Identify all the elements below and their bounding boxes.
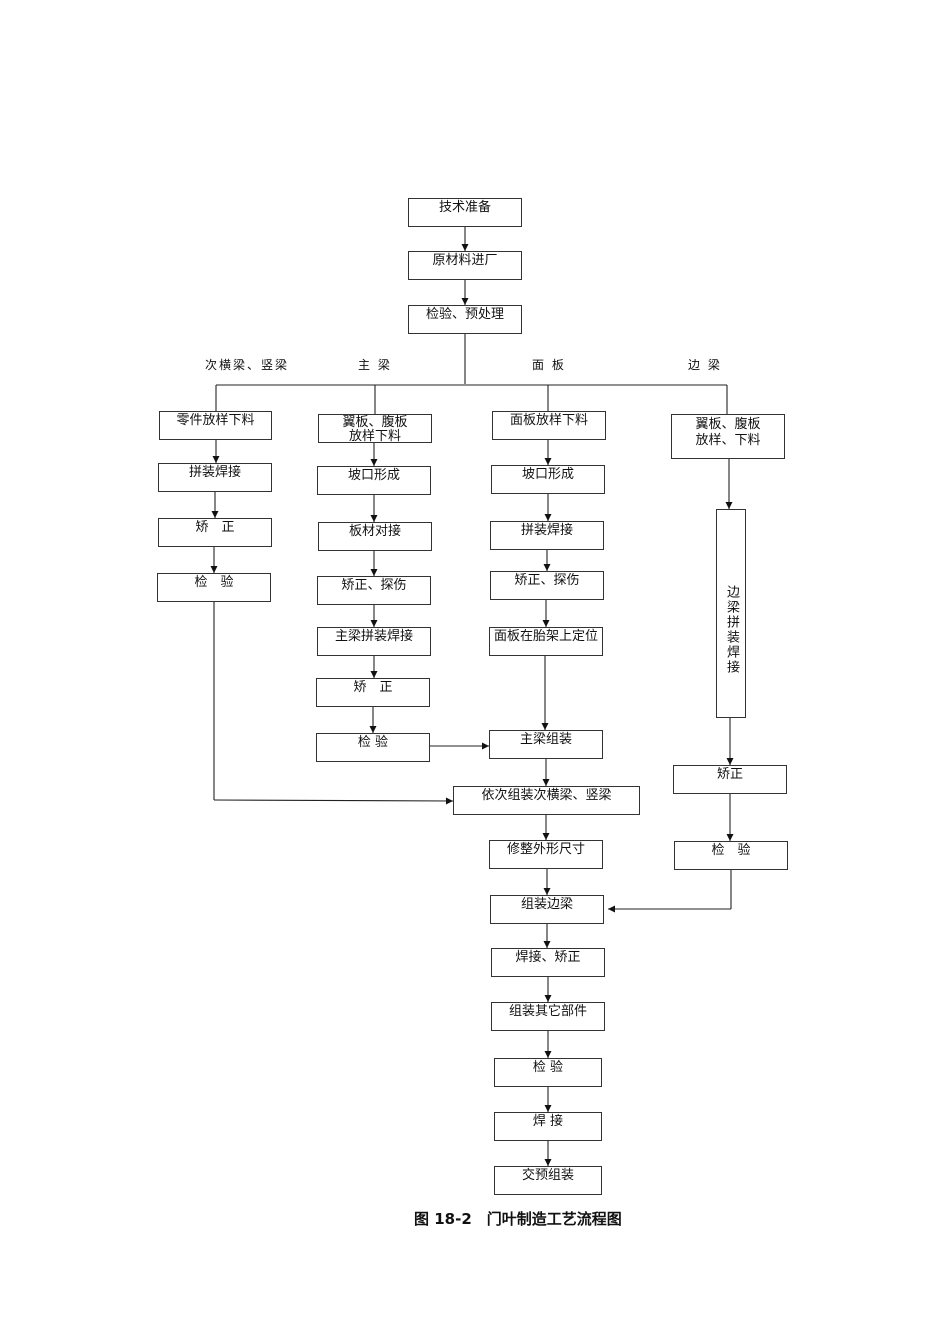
step-raw-material: 原材料进厂 (408, 251, 522, 280)
step-panel-position-on-jig: 面板在胎架上定位 (489, 627, 603, 656)
step-inspect: 检 验 (157, 573, 271, 602)
arrowhead-icon (212, 456, 220, 463)
step-assemble-edge-beam: 组装边梁 (490, 895, 604, 924)
arrowhead-icon (211, 511, 219, 518)
step-edge-beam-assemble-weld: 边梁拼装焊接 (716, 509, 746, 718)
arrowhead-icon (461, 244, 469, 251)
arrowhead-icon (608, 905, 615, 913)
arrowhead-icon (544, 995, 552, 1002)
step-main-beam-assemble-weld: 主梁拼装焊接 (317, 627, 431, 656)
step-assemble-weld: 拼装焊接 (490, 521, 604, 550)
step-final-weld: 焊 接 (494, 1112, 602, 1141)
arrowhead-icon (544, 1159, 552, 1166)
branch-label-panel: 面 板 (532, 358, 566, 372)
arrowhead-icon (541, 723, 549, 730)
step-bevel-forming: 坡口形成 (491, 465, 605, 494)
arrowhead-icon (544, 458, 552, 465)
arrowhead-icon (542, 833, 550, 840)
step-bevel-forming: 坡口形成 (317, 466, 431, 495)
arrowhead-icon (543, 564, 551, 571)
branch-label-edge-beam: 边 梁 (688, 358, 722, 372)
step-weld-straighten: 焊接、矫正 (491, 948, 605, 977)
step-flange-web-layout: 翼板、腹板 放样下料 (318, 414, 432, 444)
step-straighten: 矫 正 (316, 678, 430, 707)
arrowhead-icon (542, 779, 550, 786)
arrowhead-icon (726, 758, 734, 765)
step-trim-dimensions: 修整外形尺寸 (489, 840, 603, 869)
step-straighten-flaw-detect: 矫正、探伤 (317, 576, 431, 605)
arrowhead-icon (370, 515, 378, 522)
step-final-inspect: 检 验 (494, 1058, 602, 1087)
arrowhead-icon (544, 1051, 552, 1058)
step-plate-butt-joint: 板材对接 (318, 522, 432, 551)
step-edge-flange-web-layout: 翼板、腹板 放样、下料 (671, 414, 785, 459)
step-panel-layout-cutting: 面板放样下料 (492, 411, 606, 440)
arrowhead-icon (544, 1105, 552, 1112)
branch-label-main-beam: 主 梁 (358, 358, 392, 372)
step-sequential-assemble-beams: 依次组装次横梁、竖梁 (453, 786, 640, 815)
step-inspect: 检 验 (316, 733, 430, 762)
arrowhead-icon (370, 620, 378, 627)
step-straighten-flaw-detect: 矫正、探伤 (490, 571, 604, 600)
flow-arrow (213, 799, 454, 802)
step-tech-prep: 技术准备 (408, 198, 522, 227)
step-edge-beam-assemble-weld-label: 边梁拼装焊接 (724, 584, 739, 675)
arrowhead-icon (543, 888, 551, 895)
arrowhead-icon (542, 620, 550, 627)
arrowhead-icon (210, 566, 218, 573)
arrowhead-icon (726, 834, 734, 841)
arrowhead-icon (446, 797, 453, 805)
step-straighten: 矫正 (673, 765, 787, 794)
step-hand-over-preassembly: 交预组装 (494, 1166, 602, 1195)
arrowhead-icon (543, 941, 551, 948)
step-assemble-weld: 拼装焊接 (158, 463, 272, 492)
arrowhead-icon (370, 671, 378, 678)
figure-caption: 图 18-2 门叶制造工艺流程图 (414, 1210, 622, 1228)
step-parts-layout-cutting: 零件放样下料 (159, 411, 272, 440)
arrowhead-icon (544, 514, 552, 521)
arrowhead-icon (725, 502, 733, 509)
arrowhead-icon (370, 569, 378, 576)
arrowhead-icon (461, 298, 469, 305)
step-straighten: 矫 正 (158, 518, 272, 547)
branch-label-secondary-beams: 次横梁、竖梁 (205, 358, 290, 372)
step-assemble-other-parts: 组装其它部件 (491, 1002, 605, 1031)
arrowhead-icon (482, 742, 489, 750)
arrowhead-icon (369, 726, 377, 733)
arrowhead-icon (370, 459, 378, 466)
step-main-beam-assembly: 主梁组装 (489, 730, 603, 759)
step-inspect: 检 验 (674, 841, 788, 870)
step-inspection-pretreat: 检验、预处理 (408, 305, 522, 334)
